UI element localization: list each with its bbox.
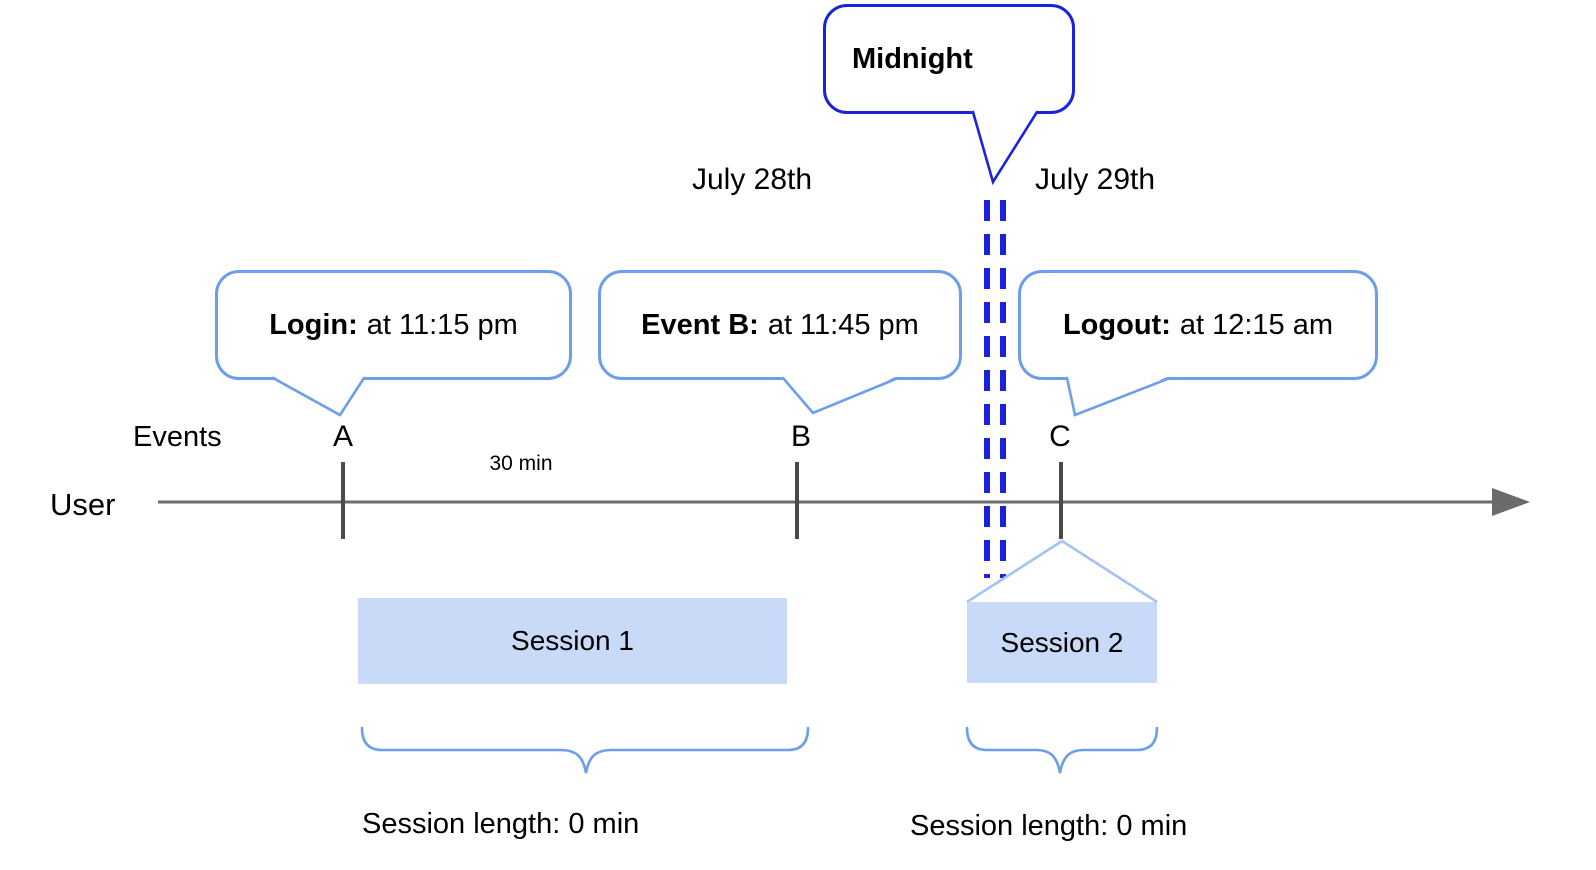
logout-callout-bubble: Logout: at 12:15 am (1018, 270, 1378, 380)
session-1-box: Session 1 (358, 598, 787, 684)
login-callout-time: at 11:15 pm (366, 308, 518, 341)
midnight-callout-label: Midnight (852, 42, 973, 75)
event-marker-a: A (332, 420, 354, 453)
user-row-label: User (50, 487, 116, 522)
logout-callout-tail (1065, 375, 1172, 417)
date-label-july-28: July 28th (692, 163, 813, 196)
logout-callout-title: Logout: (1062, 308, 1171, 341)
event-marker-b: B (790, 420, 812, 453)
event-b-callout-tail (781, 375, 900, 415)
timeline-arrowhead-icon (1492, 488, 1530, 516)
session-2-box: Session 2 (967, 602, 1157, 683)
login-callout-bubble: Login: at 11:15 pm (215, 270, 572, 380)
session-2-roof (966, 539, 1158, 604)
event-b-callout-title: Event B: (641, 308, 759, 341)
session-2-roof-right (1061, 539, 1158, 604)
session-2-roof-left (966, 539, 1063, 604)
login-callout-title: Login: (269, 308, 358, 341)
logout-callout-time: at 12:15 am (1179, 308, 1334, 341)
date-label-july-29: July 29th (1035, 163, 1156, 196)
midnight-callout-tail (971, 110, 1039, 186)
session-1-brace (360, 726, 810, 774)
events-row-label: Events (133, 421, 222, 453)
interval-30min-label: 30 min (489, 452, 553, 475)
event-marker-c: C (1049, 420, 1071, 453)
event-b-callout-bubble: Event B: at 11:45 pm (598, 270, 962, 380)
session-1-label: Session 1 (511, 625, 634, 656)
session-1-length-label: Session length: 0 min (362, 808, 640, 840)
event-b-callout-time: at 11:45 pm (767, 308, 919, 341)
session-2-brace (965, 726, 1159, 774)
session-2-label: Session 2 (1000, 626, 1124, 658)
midnight-callout-bubble: Midnight (823, 4, 1075, 114)
session-2-length-label: Session length: 0 min (910, 810, 1188, 842)
login-callout-tail (271, 375, 366, 417)
